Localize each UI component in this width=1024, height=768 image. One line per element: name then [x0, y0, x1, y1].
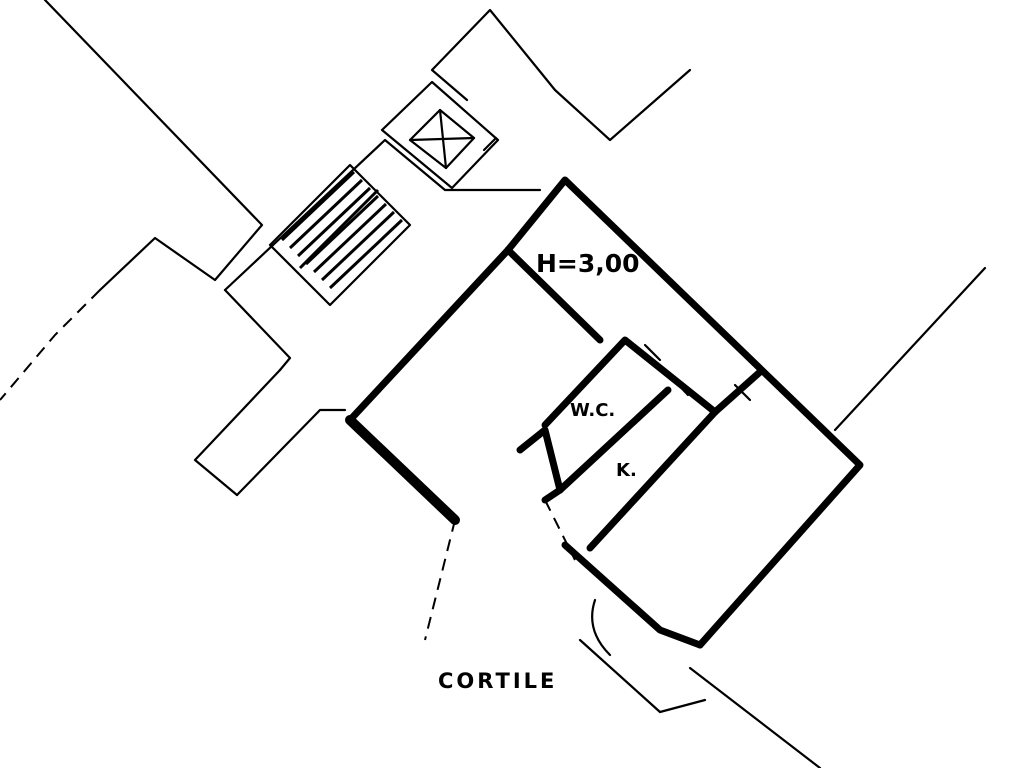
adjacent-building-outline	[0, 0, 987, 768]
interior-partitions	[504, 246, 764, 552]
elevator-shaft	[380, 80, 500, 190]
stair-hall-outline	[193, 138, 542, 497]
ceiling-height-label: H=3,00	[536, 249, 640, 278]
apartment-walls	[345, 176, 864, 649]
door-swing	[424, 499, 707, 714]
staircase	[268, 163, 412, 307]
stair-treads	[280, 170, 404, 290]
room-label-wc: W.C.	[570, 400, 615, 421]
courtyard-label: CORTILE	[438, 669, 557, 693]
room-label-k: K.	[616, 460, 637, 481]
